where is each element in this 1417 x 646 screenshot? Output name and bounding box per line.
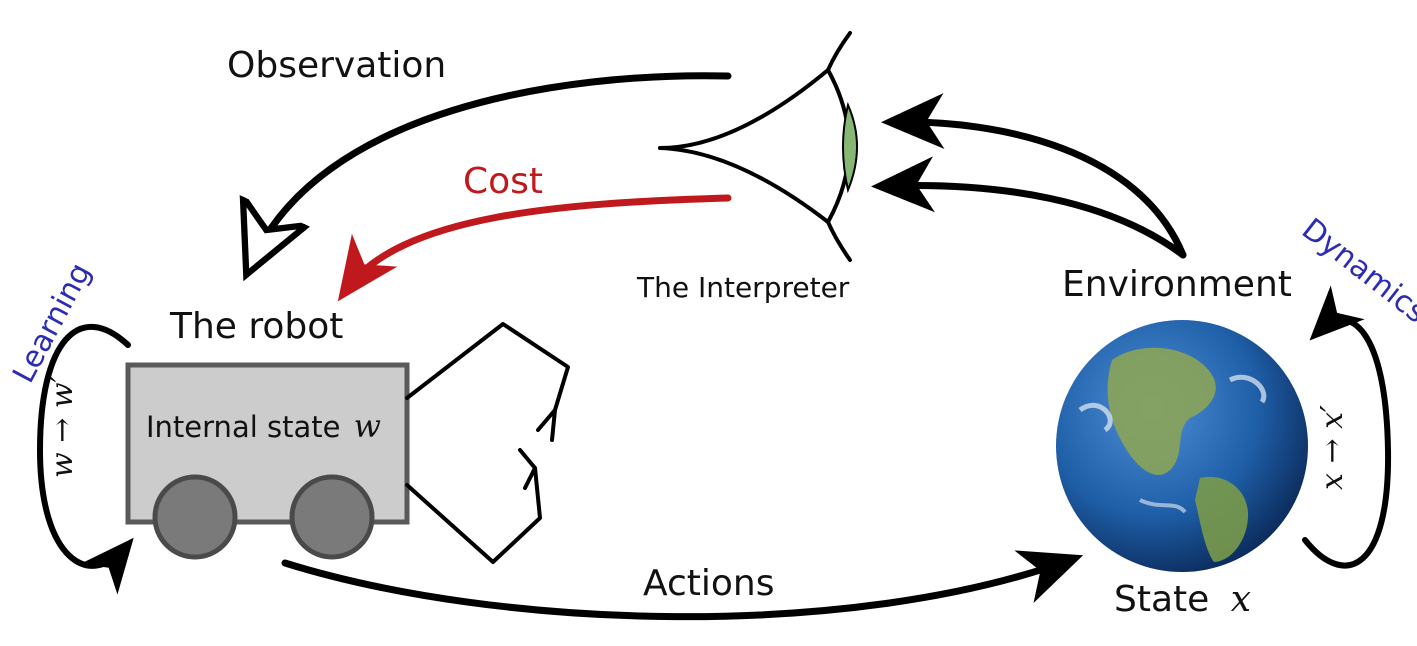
robot-icon (125, 322, 570, 564)
earth-icon (1056, 320, 1308, 572)
state-variable: x (1231, 579, 1251, 620)
interpreter-label: The Interpreter (636, 271, 850, 304)
dynamics-label: Dynamics (1295, 212, 1417, 331)
robot-wheel-left (152, 474, 238, 560)
eye-icon (658, 31, 858, 262)
environment-to-eye-arrow-lower (871, 156, 1187, 259)
observation-label: Observation (227, 45, 446, 86)
environment-to-eye-arrow-upper (881, 93, 1187, 259)
cost-arrow (337, 194, 732, 302)
observation-arrow (252, 72, 732, 262)
environment-label: Environment (1062, 264, 1292, 305)
internal-state-variable: w (354, 407, 381, 445)
cost-label: Cost (463, 161, 543, 202)
learning-loop-arrow (37, 323, 134, 595)
robot-arm (405, 322, 570, 564)
dynamics-update-label: x → x′ (1315, 405, 1350, 490)
robot-label: The robot (169, 306, 343, 347)
learning-update-label: w → w′ (45, 375, 80, 478)
actions-arrow (281, 550, 1084, 621)
state-label: State x (1114, 579, 1251, 620)
internal-state-label: Internal state w (146, 407, 381, 445)
actions-label: Actions (643, 563, 775, 604)
robot-wheel-right (289, 474, 375, 560)
eye-lens (842, 101, 858, 194)
dynamics-loop-arrow (1302, 285, 1392, 569)
